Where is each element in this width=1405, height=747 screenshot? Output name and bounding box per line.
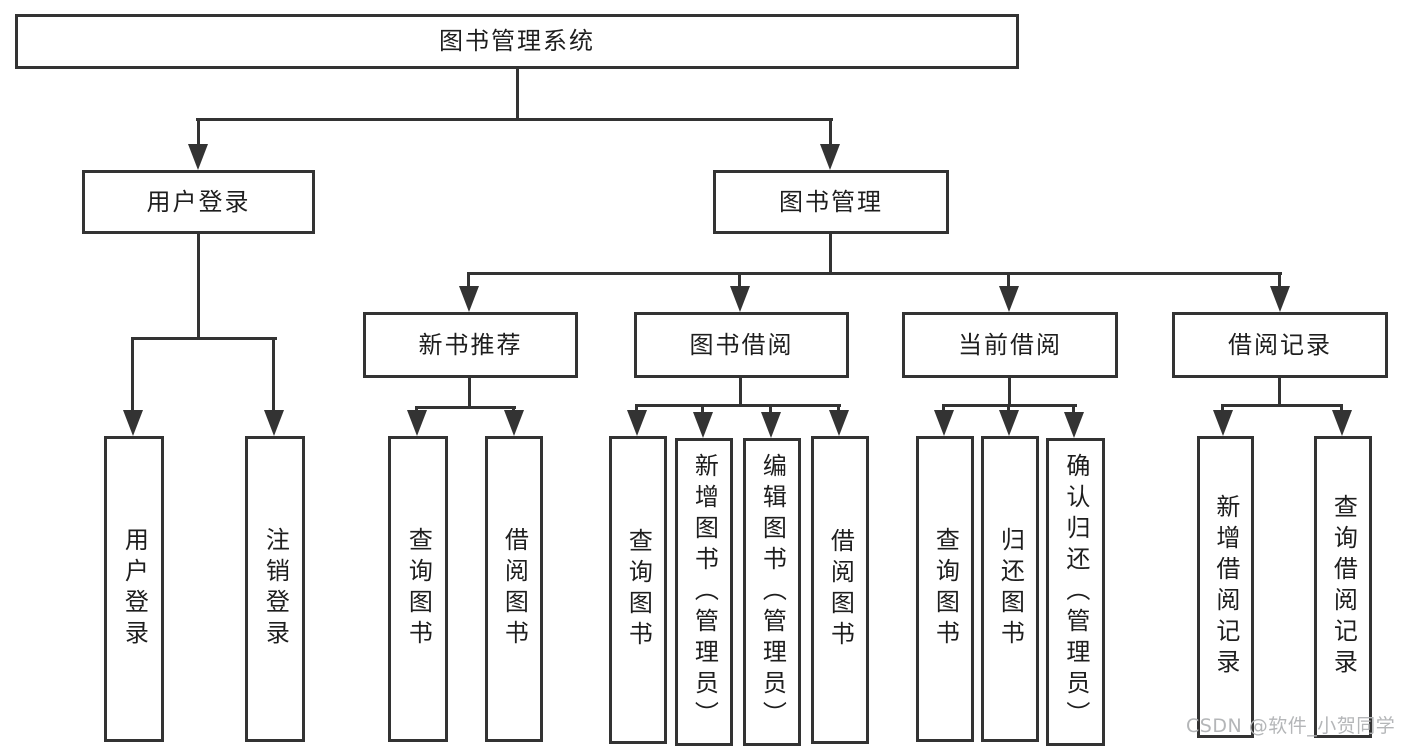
arrow-down-icon: [934, 410, 954, 436]
connector-line: [701, 404, 704, 413]
arrow-down-icon: [1064, 412, 1084, 438]
arrow-down-icon: [123, 410, 143, 436]
node-leaf-logout: 注销登录: [245, 436, 305, 742]
node-current-borrow: 当前借阅: [902, 312, 1118, 378]
node-label: 图书管理: [779, 187, 883, 216]
node-leaf-query-book-1: 查询图书: [388, 436, 448, 742]
node-leaf-borrow-book-2: 借阅图书: [811, 436, 869, 744]
connector-line: [197, 234, 200, 339]
connector-line: [1278, 378, 1281, 406]
arrow-down-icon: [999, 410, 1019, 436]
connector-line: [512, 406, 515, 413]
arrow-down-icon: [264, 410, 284, 436]
arrow-down-icon: [407, 410, 427, 436]
arrow-down-icon: [504, 410, 524, 436]
connector-line: [467, 272, 1282, 275]
connector-line: [197, 118, 200, 148]
node-leaf-add-book: 新增图书（管理员）: [675, 438, 733, 746]
connector-line: [415, 406, 418, 413]
connector-line: [829, 234, 832, 274]
connector-line: [837, 404, 840, 413]
connector-line: [1278, 272, 1281, 289]
node-book-borrow: 图书借阅: [634, 312, 849, 378]
connector-line: [1221, 404, 1343, 407]
node-label: 新增借阅记录: [1211, 494, 1240, 680]
node-label: 借阅记录: [1228, 330, 1332, 359]
node-label: 借阅图书: [500, 527, 529, 651]
connector-line: [131, 337, 134, 413]
arrow-down-icon: [730, 286, 750, 312]
node-label: 查询借阅记录: [1329, 494, 1358, 680]
node-leaf-borrow-book-1: 借阅图书: [485, 436, 543, 742]
node-book-mgmt: 图书管理: [713, 170, 949, 234]
node-label: 用户登录: [120, 527, 149, 651]
connector-line: [1221, 404, 1224, 413]
connector-line: [1340, 404, 1343, 413]
connector-line: [131, 337, 277, 340]
connector-line: [516, 69, 519, 120]
connector-line: [415, 406, 516, 409]
connector-line: [1007, 272, 1010, 289]
connector-line: [1072, 404, 1075, 413]
node-label: 新书推荐: [418, 330, 523, 359]
connector-line: [635, 404, 841, 407]
node-label: 图书借阅: [689, 330, 794, 359]
connector-line: [635, 404, 638, 413]
node-new-book-rec: 新书推荐: [363, 312, 578, 378]
arrow-down-icon: [829, 410, 849, 436]
connector-line: [467, 272, 470, 289]
connector-line: [829, 118, 832, 148]
arrow-down-icon: [188, 144, 208, 170]
node-leaf-user-login: 用户登录: [104, 436, 164, 742]
arrow-down-icon: [820, 144, 840, 170]
connector-line: [272, 337, 275, 413]
arrow-down-icon: [761, 412, 781, 438]
node-label: 编辑图书（管理员）: [758, 452, 787, 732]
node-leaf-confirm-return: 确认归还（管理员）: [1046, 438, 1105, 746]
node-label: 用户登录: [146, 187, 251, 216]
arrow-down-icon: [627, 410, 647, 436]
node-label: 查询图书: [624, 528, 653, 652]
node-leaf-query-book-2: 查询图书: [609, 436, 667, 744]
node-label: 新增图书（管理员）: [690, 452, 719, 732]
arrow-down-icon: [459, 286, 479, 312]
arrow-down-icon: [999, 286, 1019, 312]
arrow-down-icon: [1213, 410, 1233, 436]
node-root: 图书管理系统: [15, 14, 1019, 69]
node-leaf-query-borrow-record: 查询借阅记录: [1314, 436, 1372, 738]
node-leaf-return-book: 归还图书: [981, 436, 1039, 742]
connector-line: [739, 378, 742, 406]
node-user-login: 用户登录: [82, 170, 315, 234]
connector-line: [1008, 378, 1011, 406]
connector-line: [942, 404, 945, 413]
csdn-watermark: CSDN @软件_小贺同学: [1186, 715, 1396, 737]
node-borrow-records: 借阅记录: [1172, 312, 1388, 378]
connector-line: [769, 404, 772, 413]
node-label: 查询图书: [404, 527, 433, 651]
node-label: 查询图书: [931, 527, 960, 651]
connector-line: [468, 378, 471, 408]
node-label: 图书管理系统: [439, 27, 595, 56]
arrow-down-icon: [1270, 286, 1290, 312]
node-leaf-edit-book: 编辑图书（管理员）: [743, 438, 801, 746]
connector-line: [738, 272, 741, 289]
node-label: 注销登录: [261, 527, 290, 651]
node-label: 归还图书: [996, 527, 1025, 651]
node-leaf-add-borrow-record: 新增借阅记录: [1197, 436, 1254, 738]
connector-line: [1007, 404, 1010, 413]
node-leaf-query-book-3: 查询图书: [916, 436, 974, 742]
node-label: 借阅图书: [826, 528, 855, 652]
arrow-down-icon: [693, 412, 713, 438]
node-label: 当前借阅: [958, 330, 1062, 359]
node-label: 确认归还（管理员）: [1061, 452, 1090, 732]
connector-line: [196, 118, 833, 121]
arrow-down-icon: [1332, 410, 1352, 436]
